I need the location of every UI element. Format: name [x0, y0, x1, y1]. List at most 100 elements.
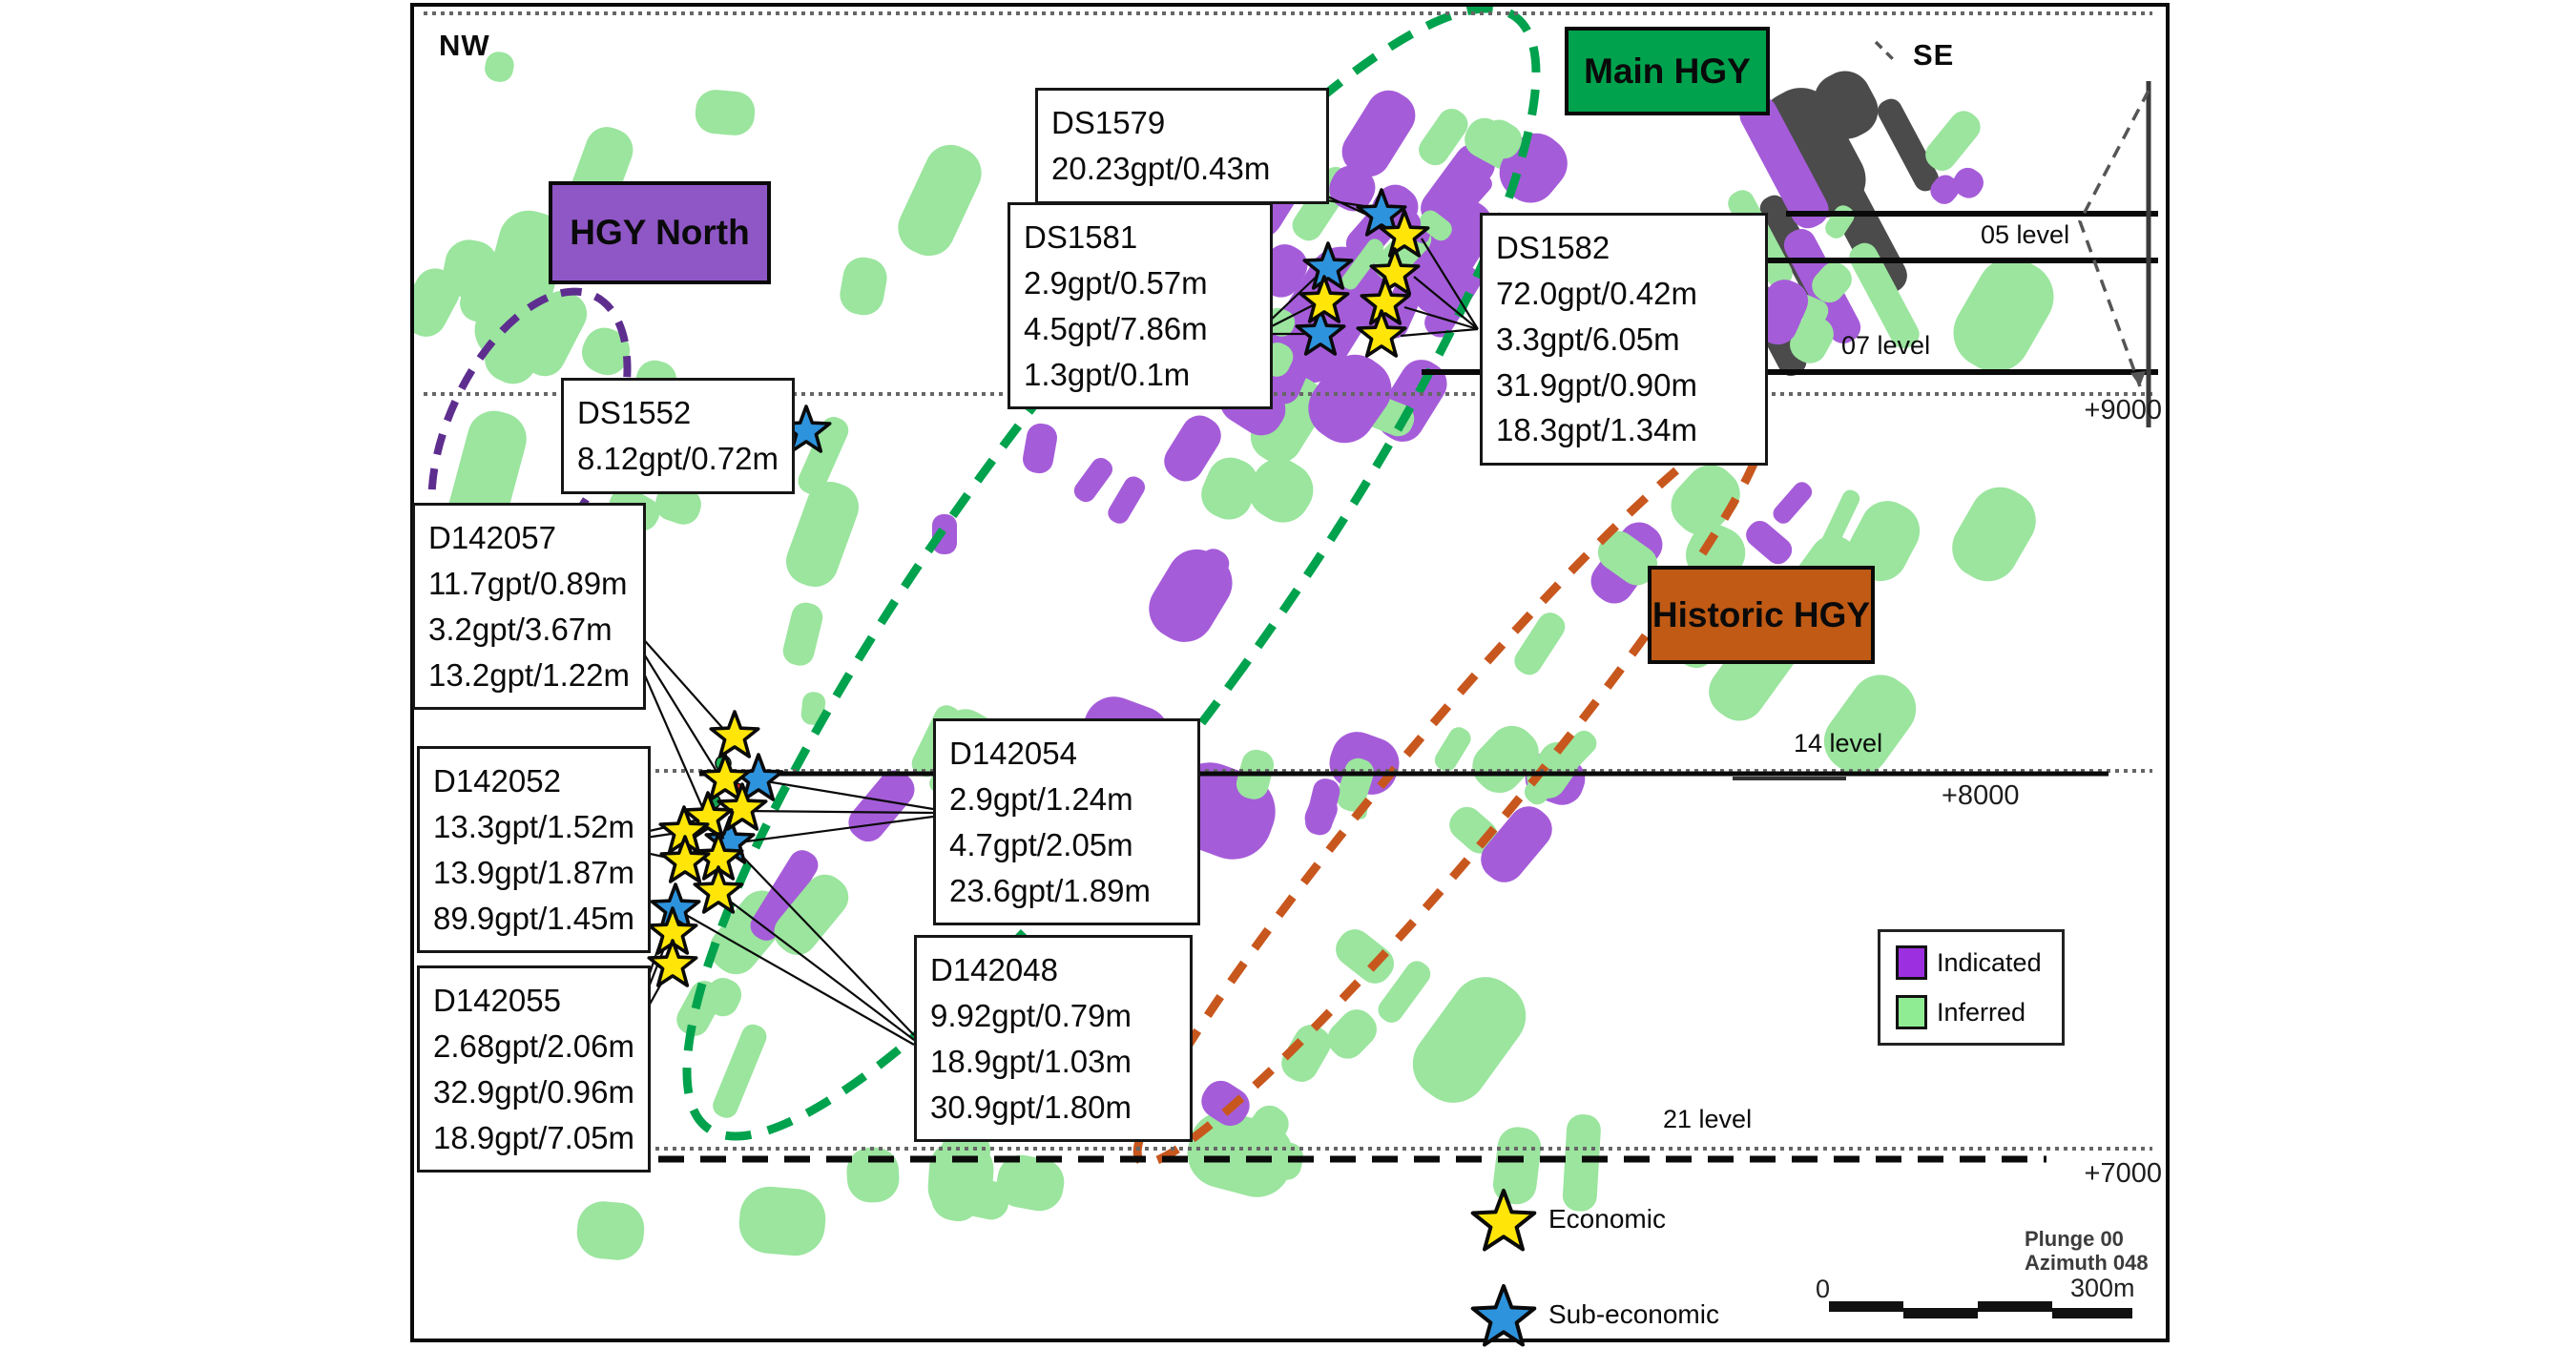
- economic-star: [1369, 247, 1421, 296]
- resource-blob: [1597, 530, 1658, 586]
- resource-blob: [1164, 415, 1221, 482]
- economic-legend-label: Economic: [1548, 1204, 1666, 1234]
- resource-blob: [931, 1127, 991, 1222]
- zone-label-hgy-north: HGY North: [549, 181, 771, 284]
- resource-blob: [800, 692, 826, 725]
- resource-blob: [1790, 315, 1834, 363]
- elevation-8000: +8000: [1942, 780, 2020, 811]
- resource-blob: [1849, 242, 1920, 349]
- resource-blob: [1341, 90, 1416, 177]
- resource-blob: [1421, 143, 1495, 230]
- resource-blob: [750, 850, 819, 941]
- connector-line: [1265, 270, 1323, 325]
- resource-blob: [654, 484, 701, 525]
- economic-star: [1360, 277, 1411, 325]
- resource-blob: [508, 238, 551, 270]
- resource-blob: [1814, 71, 1879, 139]
- assay-intercept: 32.9gpt/0.96m: [433, 1073, 634, 1110]
- resource-blob: [846, 1147, 900, 1203]
- economic-star: [1298, 275, 1350, 323]
- inferred-label: Inferred: [1937, 997, 2026, 1027]
- indicated-swatch: [1896, 945, 1927, 980]
- assay-intercept: 4.5gpt/7.86m: [1024, 310, 1208, 346]
- connector-line: [1413, 276, 1479, 330]
- resource-blob: [576, 1201, 645, 1260]
- assay-intercept: 3.2gpt/3.67m: [428, 611, 613, 647]
- connector-line: [743, 809, 934, 815]
- resource-blob: [1336, 929, 1394, 984]
- connector-line: [719, 893, 915, 1041]
- resource-blob: [996, 1154, 1065, 1212]
- zone-label-main-hgy: Main HGY: [1565, 27, 1770, 115]
- resource-blob: [1023, 423, 1057, 474]
- connector-line: [1400, 327, 1479, 338]
- indicated-label: Indicated: [1937, 947, 2042, 977]
- resource-blob: [798, 416, 849, 495]
- resource-blob: [485, 52, 514, 82]
- resource-blob: [713, 1024, 767, 1118]
- resource-blob: [1739, 95, 1829, 229]
- hole-id: DS1552: [577, 395, 692, 430]
- resource-blob: [1247, 1105, 1289, 1149]
- resource-blob: [785, 481, 860, 588]
- resource-blob: [1073, 458, 1113, 503]
- resource-blob: [519, 290, 588, 377]
- elevation-9000: +9000: [2084, 395, 2162, 425]
- resource-blob: [414, 268, 461, 337]
- resource-blob: [1773, 482, 1813, 524]
- sub-economic-star: [1302, 241, 1354, 290]
- level-label-07: 07 level: [1841, 331, 1931, 360]
- scale-length-label: 300m: [2070, 1274, 2135, 1302]
- resource-blob: [1412, 977, 1527, 1103]
- resource-blob: [1434, 727, 1471, 772]
- hole-id: D142052: [433, 763, 561, 799]
- plunge-label: Plunge 00: [2025, 1227, 2124, 1251]
- resource-blob: [1812, 261, 1852, 303]
- resource-blob: [1379, 274, 1425, 339]
- economic-star: [647, 939, 698, 987]
- resource-blob: [1250, 376, 1326, 464]
- assay-intercept: 18.3gpt/1.34m: [1496, 412, 1697, 448]
- historic-hgy-ellipse: [1132, 416, 1768, 1168]
- resource-blob: [1201, 1080, 1250, 1127]
- hole-id: DS1582: [1496, 230, 1610, 265]
- level-label-21: 21 level: [1663, 1105, 1753, 1133]
- connector-line: [731, 815, 934, 845]
- resource-blob: [1481, 119, 1523, 159]
- assay-intercept: 4.7gpt/2.05m: [949, 826, 1133, 862]
- resource-blob: [840, 257, 887, 316]
- economic-star: [717, 782, 768, 831]
- resource-blob: [1953, 258, 2054, 372]
- resource-blob: [1305, 778, 1340, 836]
- assay-intercept: 13.9gpt/1.87m: [433, 854, 634, 890]
- assay-intercept: 18.9gpt/1.03m: [930, 1043, 1132, 1079]
- hole-id: D142055: [433, 983, 561, 1018]
- elevation-7000: +7000: [2084, 1158, 2162, 1189]
- resource-blob: [1419, 210, 1452, 241]
- resource-blob: [1329, 165, 1376, 212]
- assay-intercept: 3.3gpt/6.05m: [1496, 321, 1680, 357]
- economic-star: [1356, 309, 1407, 358]
- resource-blob: [1953, 167, 1984, 198]
- resource-blob: [1378, 961, 1431, 1023]
- resource-blob: [1877, 98, 1940, 192]
- zone-label-text: Main HGY: [1584, 51, 1751, 91]
- assay-intercept: 89.9gpt/1.45m: [433, 900, 634, 936]
- sub-economic-star: [1295, 307, 1346, 356]
- economic-star: [659, 835, 711, 883]
- economic-star: [693, 865, 744, 914]
- assay-intercept: 13.3gpt/1.52m: [433, 808, 634, 844]
- resource-blob: [1327, 1009, 1377, 1059]
- connector-line: [1421, 238, 1479, 330]
- resource-blob: [1514, 612, 1566, 675]
- hole-id: DS1581: [1024, 219, 1138, 255]
- scale-zero: 0: [1816, 1275, 1831, 1303]
- level-label-14: 14 level: [1794, 729, 1883, 758]
- assay-intercept: 11.7gpt/0.89m: [428, 565, 628, 601]
- resource-blob: [1847, 501, 1921, 582]
- assay-intercept: 1.3gpt/0.1m: [1024, 356, 1191, 392]
